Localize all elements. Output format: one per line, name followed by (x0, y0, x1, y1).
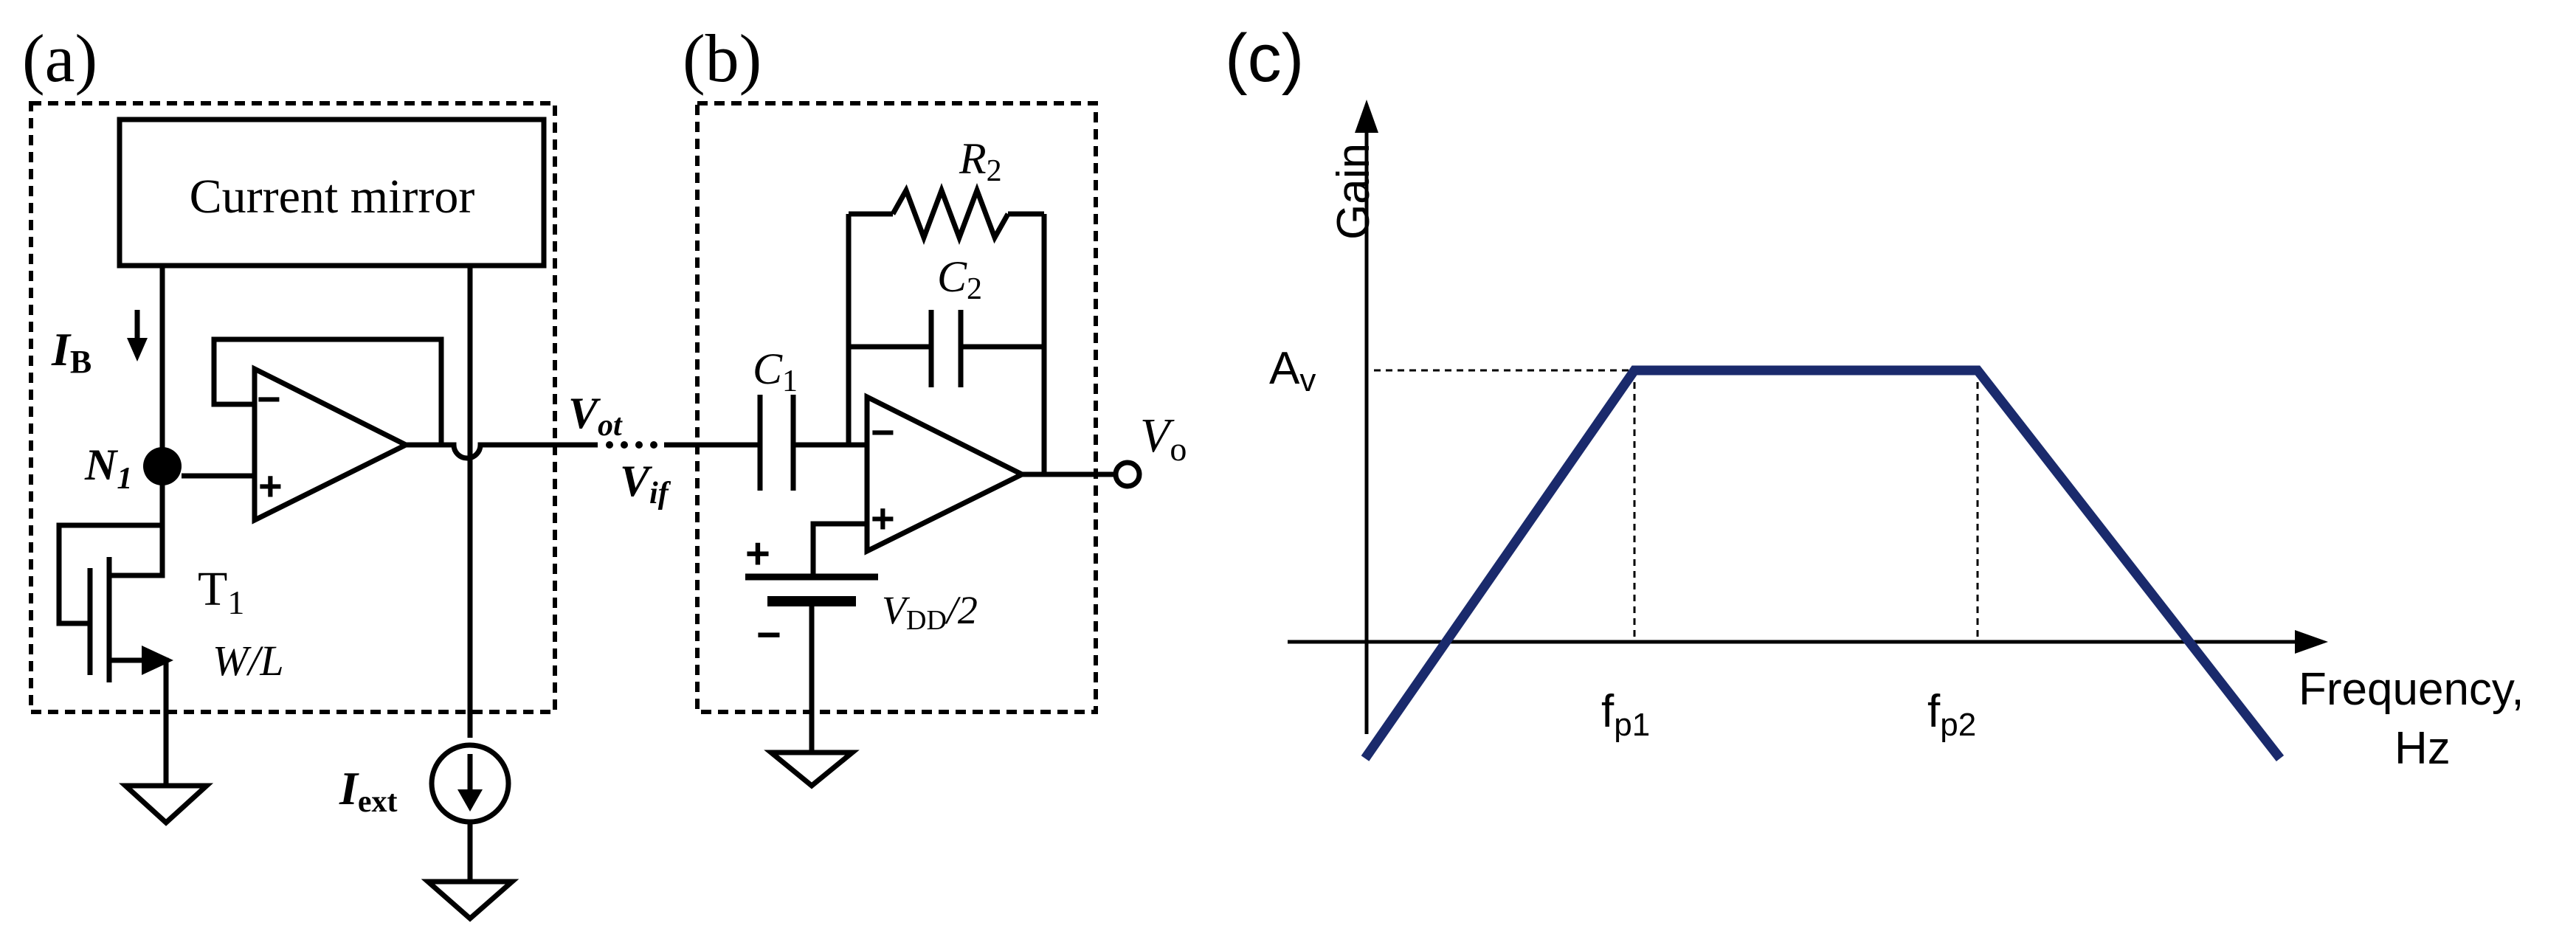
buffer-opamp (252, 364, 412, 525)
c2-label: C2 (937, 252, 982, 306)
link-dot-3 (635, 441, 643, 449)
battery-plus: + (745, 530, 770, 578)
current-mirror-label: Current mirror (190, 170, 475, 224)
current-mirror-block (117, 117, 547, 269)
r2-label: R2 (959, 134, 1002, 188)
buffer-opamp-plus: + (258, 463, 283, 509)
panel-b-dashed-frame (695, 101, 1098, 714)
panel-b: (b) C1 − + R2 C2 Vo + − VDD/2 (664, 21, 1187, 789)
main-opamp (864, 392, 1028, 556)
buffer-opamp-minus: − (257, 376, 281, 422)
panel-c: (c) Gain Frequency, Hz Av fp1 fp2 (1225, 21, 2524, 774)
y-axis-label: Gain (1328, 143, 1379, 240)
link-dot-2 (621, 441, 628, 449)
y-axis-arrow (1355, 100, 1378, 133)
main-opamp-minus: − (871, 409, 895, 455)
link-dot-4 (650, 441, 657, 449)
panel-a-dashed-frame (29, 101, 557, 714)
panel-b-label: (b) (683, 21, 762, 96)
output-terminal (1113, 460, 1142, 489)
ib-label: IB (51, 323, 91, 380)
x-axis-label-line1: Frequency, (2299, 664, 2524, 715)
c1-label: C1 (753, 345, 798, 398)
t1-drain-lead (109, 525, 165, 578)
node-n1-label: N1 (84, 440, 132, 496)
panel-a: (a) Current mirror IB N1 − + T1 W/L (22, 21, 671, 922)
link-dot-1 (606, 441, 613, 449)
fp1-label: fp1 (1601, 686, 1650, 743)
vot-label: Vot (568, 389, 623, 443)
t1-body-arrow (142, 646, 173, 675)
node-n1 (143, 447, 182, 485)
vif-label: Vif (620, 457, 671, 511)
ground-a-left-symbol (118, 783, 214, 826)
fp2-label: fp2 (1927, 686, 1976, 743)
vdd-label: VDD/2 (882, 588, 978, 636)
r2-resistor (890, 183, 1011, 245)
opamp-plus-to-battery (810, 521, 867, 575)
iext-label: Iext (339, 762, 398, 819)
x-axis-label-line2: Hz (2394, 723, 2451, 774)
iext-arrow-head (457, 789, 483, 812)
vo-label: Vo (1140, 409, 1187, 468)
panel-c-label: (c) (1225, 21, 1304, 96)
buffer-feedback-wire (211, 336, 444, 445)
gate-drain-tie (56, 522, 162, 626)
t1-label: T1 (198, 562, 244, 621)
ground-b-symbol (764, 750, 860, 789)
buffer-output-wire (406, 442, 598, 461)
gain-response-curve (1361, 365, 2285, 761)
panel-a-label: (a) (22, 21, 97, 96)
battery-minus: − (756, 611, 781, 659)
x-axis-arrow (2295, 630, 2328, 654)
ground-a-right-symbol (421, 879, 519, 922)
ib-arrow-head (127, 338, 148, 362)
main-opamp-plus: + (871, 495, 895, 542)
t1-ratio-label: W/L (213, 637, 284, 685)
av-label: Av (1269, 343, 1316, 398)
